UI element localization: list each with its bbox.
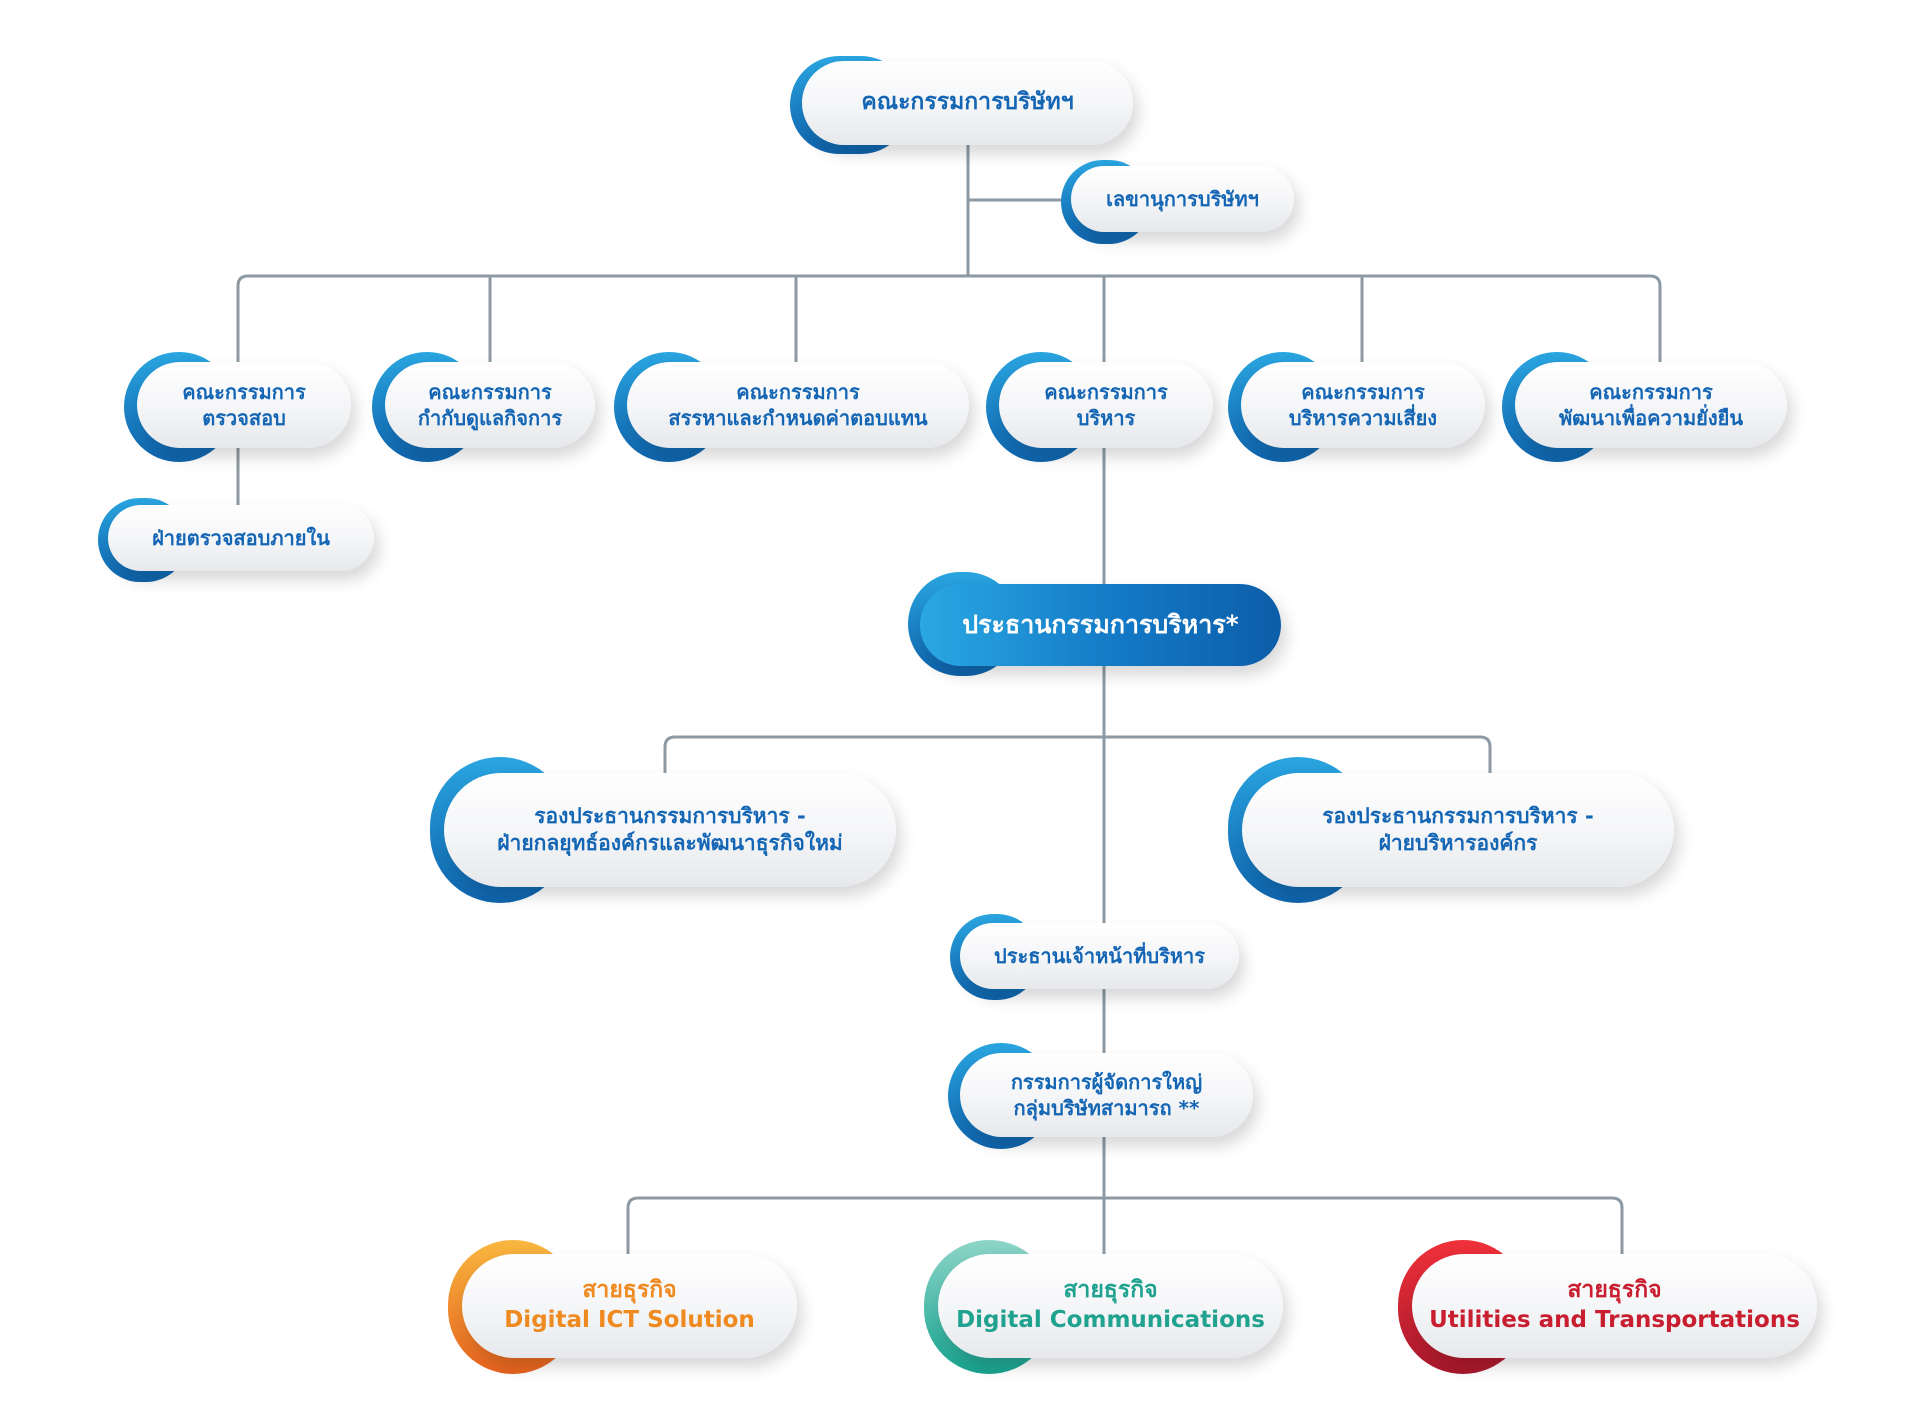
ceo-node: ประธานเจ้าหน้าที่บริหาร (950, 914, 1240, 1000)
connector-vice-bus (663, 735, 1492, 787)
bu-ict-line2: Digital ICT Solution (504, 1307, 755, 1333)
bu-util-line2: Utilities and Transportations (1429, 1307, 1800, 1333)
secretary-node: เลขานุการบริษัทฯ (1061, 160, 1295, 244)
committee-risk-node: คณะกรรมการ บริหารความเสี่ยง (1228, 352, 1486, 462)
committee-nomination-line1: คณะกรรมการ (736, 380, 860, 404)
board-label: คณะกรรมการบริษัทฯ (861, 89, 1074, 116)
vice-right-node: รองประธานกรรมการบริหาร - ฝ่ายบริหารองค์ก… (1228, 757, 1676, 903)
bu-ict-line1: สายธุรกิจ (582, 1277, 677, 1304)
md-line2: กลุ่มบริษัทสามารถ ** (1013, 1096, 1200, 1120)
internal-audit-node: ฝ่ายตรวจสอบภายใน (98, 498, 376, 582)
committee-sustainability-line1: คณะกรรมการ (1589, 380, 1713, 404)
committee-risk-line2: บริหารความเสี่ยง (1288, 406, 1438, 430)
internal-audit-label: ฝ่ายตรวจสอบภายใน (152, 526, 330, 550)
vice-right-line2: ฝ่ายบริหารองค์กร (1378, 831, 1538, 855)
committee-governance-node: คณะกรรมการ กำกับดูแลกิจการ (372, 352, 596, 462)
committee-sustainability-line2: พัฒนาเพื่อความยั่งยืน (1558, 406, 1744, 430)
chairman-exec-node: ประธานกรรมการบริหาร* (908, 572, 1282, 676)
committee-nomination-node: คณะกรรมการ สรรหาและกำหนดค่าตอบแทน (614, 352, 970, 462)
chairman-exec-label: ประธานกรรมการบริหาร* (962, 609, 1239, 639)
committee-audit-line1: คณะกรรมการ (182, 380, 306, 404)
vice-left-node: รองประธานกรรมการบริหาร - ฝ่ายกลยุทธ์องค์… (430, 757, 898, 903)
committee-nomination-line2: สรรหาและกำหนดค่าตอบแทน (668, 406, 928, 430)
vice-left-line2: ฝ่ายกลยุทธ์องค์กรและพัฒนาธุรกิจใหม่ (497, 831, 843, 855)
vice-right-line1: รองประธานกรรมการบริหาร - (1322, 803, 1594, 828)
committee-risk-line1: คณะกรรมการ (1301, 380, 1425, 404)
bu-comm-node: สายธุรกิจ Digital Communications (924, 1240, 1284, 1374)
board-node: คณะกรรมการบริษัทฯ (790, 56, 1135, 154)
committee-executive-line2: บริหาร (1076, 406, 1136, 430)
connector-business-bus (626, 1196, 1624, 1267)
committee-audit-line2: ตรวจสอบ (202, 406, 286, 430)
vice-left-line1: รองประธานกรรมการบริหาร - (534, 803, 806, 828)
bu-comm-line1: สายธุรกิจ (1063, 1277, 1158, 1304)
secretary-label: เลขานุการบริษัทฯ (1106, 187, 1259, 211)
bu-ict-node: สายธุรกิจ Digital ICT Solution (448, 1240, 798, 1374)
bu-util-node: สายธุรกิจ Utilities and Transportations (1398, 1240, 1818, 1374)
ceo-label: ประธานเจ้าหน้าที่บริหาร (994, 944, 1205, 968)
committee-governance-line1: คณะกรรมการ (428, 380, 552, 404)
md-line1: กรรมการผู้จัดการใหญ่ (1010, 1070, 1203, 1094)
bu-util-line1: สายธุรกิจ (1567, 1277, 1662, 1304)
md-node: กรรมการผู้จัดการใหญ่ กลุ่มบริษัทสามารถ *… (948, 1043, 1254, 1149)
committee-sustainability-node: คณะกรรมการ พัฒนาเพื่อความยั่งยืน (1502, 352, 1788, 462)
committee-governance-line2: กำกับดูแลกิจการ (417, 406, 563, 430)
committee-executive-line1: คณะกรรมการ (1044, 380, 1168, 404)
committee-audit-node: คณะกรรมการ ตรวจสอบ (124, 352, 352, 462)
connector-committee-bus (236, 274, 1662, 371)
committee-executive-node: คณะกรรมการ บริหาร (986, 352, 1214, 462)
bu-comm-line2: Digital Communications (956, 1307, 1265, 1333)
